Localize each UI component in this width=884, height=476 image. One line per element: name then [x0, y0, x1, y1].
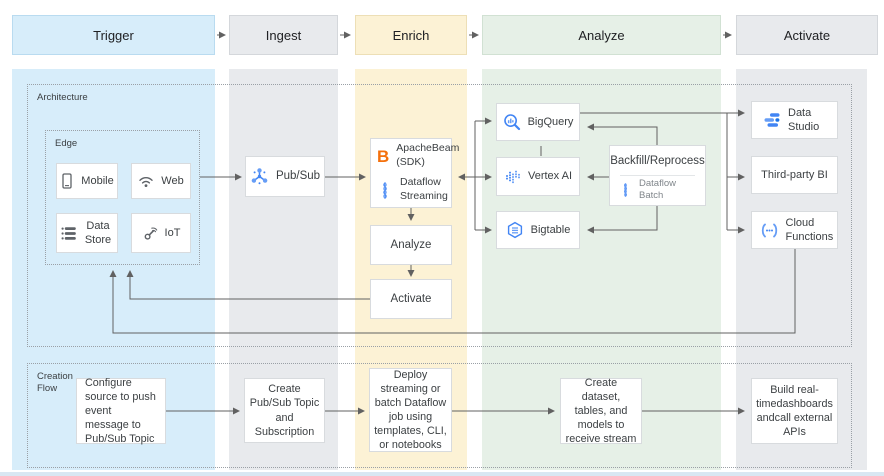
pubsub-icon	[250, 167, 269, 186]
backfill-node: Backfill/Reprocess Dataflow Batch	[609, 145, 706, 206]
wifi-icon	[138, 174, 154, 188]
lane-header-ingest: Ingest	[229, 15, 338, 55]
flow-step-label: Create dataset, tables, and models to re…	[565, 376, 637, 446]
flow-step-deploy-dataflow: Deploy streaming or batch Dataflow job u…	[369, 368, 452, 452]
lane-header-label: Trigger	[93, 27, 134, 43]
dataflow-batch-icon	[619, 183, 632, 197]
bigtable-icon	[506, 221, 524, 239]
pubsub-label: Pub/Sub	[275, 170, 321, 183]
lane-header-analyze: Analyze	[482, 15, 721, 55]
data-store-icon	[61, 226, 76, 241]
bigtable-label: Bigtable	[530, 223, 571, 236]
lane-header-activate: Activate	[736, 15, 878, 55]
iot-node: IoT	[131, 213, 191, 253]
divider	[620, 174, 695, 176]
beam-dataflow-node: B ApacheBeam (SDK) Dataflow Streaming	[370, 138, 460, 208]
activate-step-node: Activate	[370, 279, 452, 319]
data-store-node: Data Store	[56, 213, 118, 253]
architecture-section: Architecture	[27, 84, 852, 347]
third-party-bi-node: Third-party BI	[751, 156, 838, 194]
dataflow-icon	[377, 181, 393, 199]
flow-step-label: Create Pub/Sub Topic and Subscription	[249, 383, 320, 438]
analyze-step-node: Analyze	[370, 225, 452, 265]
apache-beam-icon: B	[377, 146, 390, 166]
pubsub-node: Pub/Sub	[245, 156, 325, 197]
bigquery-label: BigQuery	[527, 115, 574, 128]
flow-step-configure-source: Configure source to push event message t…	[76, 376, 166, 446]
vertex-ai-label: Vertex AI	[527, 170, 573, 183]
creation-flow-section-label: Creation Flow	[37, 371, 73, 394]
data-studio-icon	[763, 112, 781, 128]
mobile-icon	[60, 173, 74, 189]
mobile-node: Mobile	[56, 163, 118, 199]
creation-flow-section: Creation Flow	[27, 363, 852, 468]
data-studio-node: Data Studio	[751, 101, 838, 139]
dataflow-streaming-row: Dataflow Streaming	[371, 173, 451, 207]
flow-step-label: Deploy streaming or batch Dataflow job u…	[374, 368, 447, 452]
cloud-functions-label: Cloud Functions	[785, 216, 834, 243]
iot-label: IoT	[164, 226, 181, 239]
vertex-ai-icon	[504, 168, 521, 185]
analyze-step-label: Analyze	[390, 238, 432, 251]
web-node: Web	[131, 163, 191, 199]
bigquery-icon	[503, 113, 521, 131]
dataflow-batch-row: Dataflow Batch	[610, 176, 705, 204]
lane-header-label: Ingest	[265, 27, 302, 43]
lane-header-enrich: Enrich	[355, 15, 467, 55]
lane-header-label: Enrich	[392, 27, 430, 43]
cloud-functions-icon	[760, 223, 779, 238]
vertex-ai-node: Vertex AI	[496, 157, 580, 196]
mobile-label: Mobile	[81, 174, 114, 187]
lane-header-label: Analyze	[578, 27, 625, 43]
cloud-functions-node: Cloud Functions	[751, 211, 838, 249]
bottom-edge-strip	[0, 472, 884, 476]
flow-step-create-topic: Create Pub/Sub Topic and Subscription	[244, 378, 325, 443]
apache-beam-label: ApacheBeam (SDK)	[396, 142, 460, 168]
flow-step-label: Configure source to push event message t…	[85, 376, 156, 446]
edge-section-label: Edge	[55, 138, 78, 149]
backfill-title: Backfill/Reprocess	[610, 155, 705, 168]
dataflow-streaming-label: Dataflow Streaming	[400, 176, 448, 202]
lane-header-label: Activate	[783, 27, 831, 43]
data-store-label: Data Store	[84, 219, 112, 246]
bigquery-node: BigQuery	[496, 103, 580, 141]
flow-step-build-dashboards: Build real-timedashboards andcall extern…	[751, 378, 838, 444]
activate-step-label: Activate	[390, 292, 432, 305]
third-party-bi-label: Third-party BI	[761, 168, 828, 181]
iot-icon	[142, 225, 158, 241]
web-label: Web	[161, 174, 184, 187]
architecture-section-label: Architecture	[37, 92, 88, 103]
dataflow-batch-label: Dataflow Batch	[639, 177, 676, 201]
bigtable-node: Bigtable	[496, 211, 580, 249]
data-studio-label: Data Studio	[788, 106, 820, 133]
flow-step-create-dataset: Create dataset, tables, and models to re…	[560, 376, 642, 446]
apache-beam-row: B ApacheBeam (SDK)	[371, 139, 460, 173]
lane-header-trigger: Trigger	[12, 15, 215, 55]
flow-step-label: Build real-timedashboards andcall extern…	[756, 383, 833, 439]
